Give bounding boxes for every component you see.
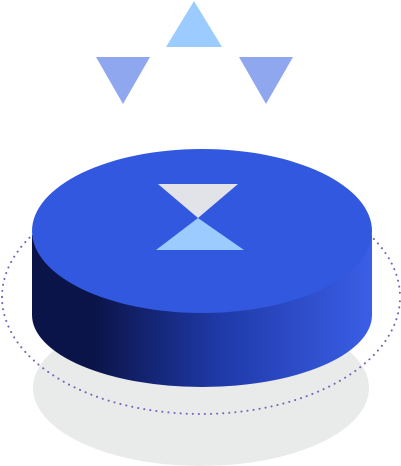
hourglass-icon bbox=[156, 184, 244, 250]
dotted-orbit-back bbox=[1, 179, 401, 298]
triangle-down-icon bbox=[96, 57, 150, 104]
triangle-up-icon bbox=[166, 1, 222, 47]
hourglass-bottom-triangle bbox=[156, 218, 244, 250]
dotted-orbit-front bbox=[1, 296, 401, 415]
triangle-down-icon bbox=[239, 57, 293, 104]
hourglass-top-triangle bbox=[158, 184, 238, 218]
